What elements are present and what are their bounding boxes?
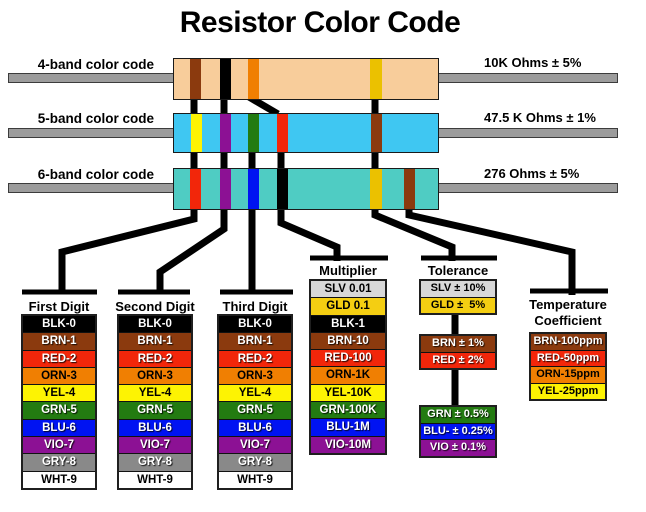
color-row: ORN-15ppm (531, 366, 605, 383)
color-row: GRN-5 (119, 401, 191, 419)
temperature-coefficient-title-line2: Coefficient (534, 313, 602, 328)
color-row: VIO-7 (23, 436, 95, 454)
yellow-band (191, 114, 202, 152)
color-row: WHT-9 (119, 470, 191, 488)
resistor-4band-label: 4-band color code (37, 57, 154, 72)
color-row: YEL-4 (119, 384, 191, 402)
color-row: BRN-1 (23, 332, 95, 350)
resistor-4band-body (173, 58, 439, 100)
color-row: BLK-0 (23, 316, 95, 333)
table-top-bars (22, 255, 608, 295)
color-row: YEL-25ppm (531, 382, 605, 400)
tolerance-title: Tolerance (427, 263, 489, 278)
color-row: BLK-0 (119, 316, 191, 333)
color-row: ORN-3 (23, 366, 95, 385)
color-row: WHT-9 (219, 470, 291, 488)
resistor-5band-label: 5-band color code (37, 111, 154, 126)
color-row: BLU-1M (311, 418, 385, 436)
color-row: BRN-1 (219, 332, 291, 350)
resistor-6band-label: 6-band color code (37, 167, 154, 182)
temperature-coefficient-title-line1: Temperature (529, 297, 607, 312)
resistor-5band-body (173, 113, 439, 153)
color-row: BLU-6 (219, 418, 291, 437)
color-row: GRN-5 (23, 401, 95, 419)
color-row: VIO ± 0.1% (421, 439, 495, 456)
color-row: GRN-5 (219, 401, 291, 419)
color-row: SLV 0.01 (311, 281, 385, 298)
violet-band (220, 114, 231, 152)
color-row: GLD 0.1 (311, 297, 385, 315)
resistor-5band-value: 47.5 K Ohms ± 1% (484, 110, 596, 125)
tolerance-table-group-3: GRN ± 0.5%BLU- ± 0.25%VIO ± 0.1% (419, 405, 497, 458)
red-band (277, 114, 288, 152)
color-row: WHT-9 (23, 470, 95, 488)
color-row: BLK-1 (311, 314, 385, 332)
color-row: ORN-3 (219, 366, 291, 385)
color-row: RED ± 2% (421, 351, 495, 369)
color-row: GRY-8 (119, 453, 191, 471)
color-row: ORN-3 (119, 366, 191, 385)
color-row: BRN-1 (119, 332, 191, 350)
brown-band (371, 114, 382, 152)
table-pointer-lines (58, 206, 576, 295)
tolerance-table-group-2: BRN ± 1%RED ± 2% (419, 334, 497, 371)
black-band (277, 169, 288, 209)
page-title: Resistor Color Code (179, 6, 461, 39)
gold-band (370, 169, 382, 209)
violet-band (220, 169, 231, 209)
color-row: BLK-0 (219, 316, 291, 333)
color-row: RED-2 (23, 349, 95, 367)
color-row: GRN ± 0.5% (421, 407, 495, 423)
color-row: GRN-100K (311, 401, 385, 419)
resistor-6band-body (173, 168, 439, 210)
color-row: YEL-4 (23, 384, 95, 402)
color-row: GRY-8 (219, 453, 291, 471)
color-row: VIO-7 (119, 436, 191, 454)
gold-band (370, 59, 382, 99)
third-digit-title: Third Digit (222, 299, 288, 314)
resistor-4band-value: 10K Ohms ± 5% (484, 55, 582, 70)
color-row: YEL-10K (311, 383, 385, 402)
orange-band (248, 59, 259, 99)
color-row: VIO-7 (219, 436, 291, 454)
resistor-6band-value: 276 Ohms ± 5% (484, 166, 580, 181)
red-band (190, 169, 201, 209)
color-row: BRN ± 1% (421, 336, 495, 352)
color-row: RED-100 (311, 349, 385, 367)
multiplier-title: Multiplier (319, 263, 377, 278)
color-row: BLU-6 (119, 418, 191, 437)
color-row: BLU- ± 0.25% (421, 422, 495, 440)
tolerance-table-group-1: SLV ± 10%GLD ± 5% (419, 279, 497, 316)
color-row: SLV ± 10% (421, 281, 495, 297)
color-row: GLD ± 5% (421, 296, 495, 314)
color-row: RED-2 (119, 349, 191, 367)
color-row: YEL-4 (219, 384, 291, 402)
green-band (248, 114, 259, 152)
color-row: VIO-10M (311, 435, 385, 453)
color-row: BRN-100ppm (531, 334, 605, 350)
brown-band (190, 59, 201, 99)
second-digit-title: Second Digit (115, 299, 195, 314)
color-row: BLU-6 (23, 418, 95, 437)
blue-band (248, 169, 259, 209)
color-row: BRN-10 (311, 331, 385, 350)
color-row: GRY-8 (23, 453, 95, 471)
black-band (220, 59, 231, 99)
brown-band (404, 169, 415, 209)
color-row: RED-2 (219, 349, 291, 367)
color-row: RED-50ppm (531, 349, 605, 367)
first-digit-title: First Digit (28, 299, 90, 314)
color-row: ORN-1K (311, 366, 385, 384)
